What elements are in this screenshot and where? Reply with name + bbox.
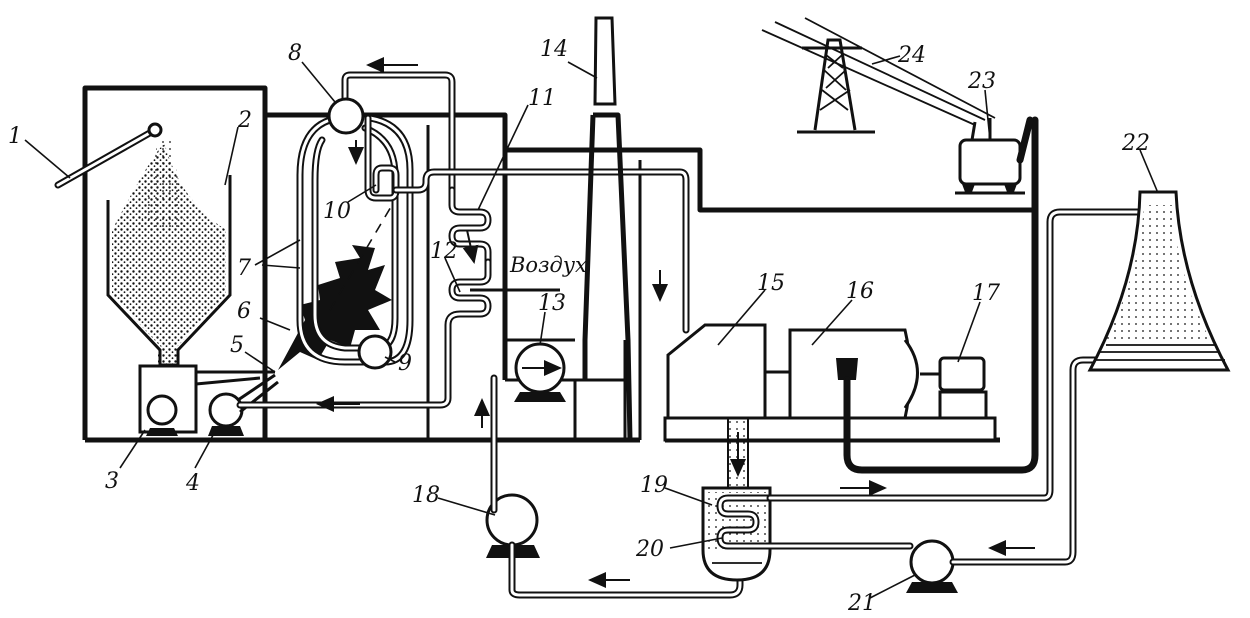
label-9: 9	[398, 351, 412, 376]
label-5: 5	[230, 333, 244, 358]
label-20: 20	[635, 537, 664, 562]
label-3: 3	[105, 469, 119, 494]
label-17: 17	[972, 281, 1000, 306]
label-23: 23	[967, 69, 996, 94]
label-21: 21	[847, 591, 876, 616]
transformer	[955, 116, 1034, 195]
economizer-airheater	[236, 186, 560, 412]
label-12: 12	[430, 239, 458, 264]
label-19: 19	[640, 473, 668, 498]
label-6: 6	[237, 299, 251, 324]
part-labels: 1 2 3 4 5 6 7 8 9 10 11 12 13 14 15 16 1…	[8, 37, 1150, 616]
chimney	[582, 16, 633, 441]
smoke-exhauster	[505, 338, 575, 402]
coal-bunker	[106, 140, 232, 367]
label-22: 22	[1121, 131, 1150, 156]
label-8: 8	[288, 41, 302, 66]
label-4: 4	[185, 471, 200, 496]
label-10: 10	[323, 199, 351, 224]
leader-lines	[24, 55, 1159, 599]
air-label: Воздух	[509, 253, 587, 277]
label-1: 1	[8, 124, 22, 149]
label-14: 14	[540, 37, 568, 62]
coal-mill	[138, 364, 275, 436]
transmission-tower	[761, 17, 996, 134]
label-11: 11	[528, 86, 556, 111]
exciter	[920, 356, 988, 420]
cooling-tower	[1087, 190, 1231, 372]
label-13: 13	[538, 291, 566, 316]
label-18: 18	[412, 483, 440, 508]
label-15: 15	[757, 271, 785, 296]
circulation-pump	[906, 356, 1104, 593]
boiler-tubes	[296, 71, 690, 370]
label-16: 16	[846, 279, 874, 304]
label-2: 2	[237, 108, 252, 133]
flow-arrows	[366, 57, 429, 228]
generator	[765, 116, 1039, 474]
feed-pump	[474, 374, 744, 599]
coal-conveyor	[54, 122, 163, 189]
label-24: 24	[897, 43, 926, 68]
label-7: 7	[237, 256, 251, 281]
